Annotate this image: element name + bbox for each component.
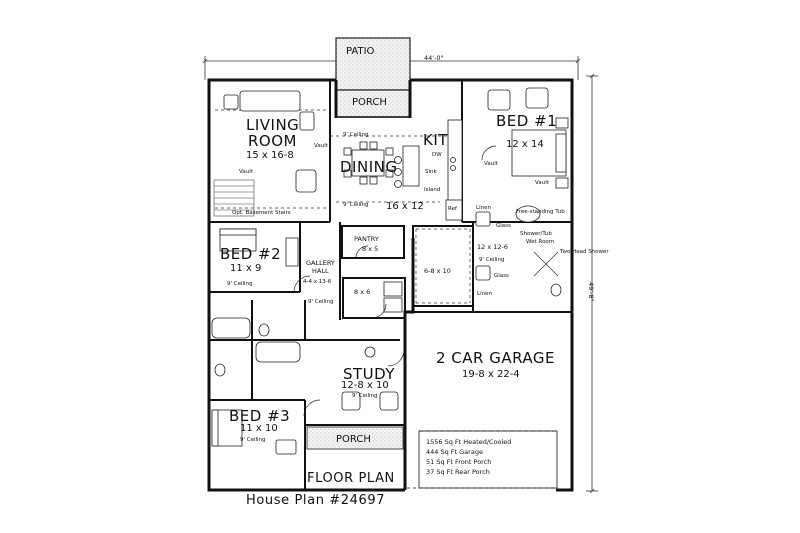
bed2-size: 11 x 9 — [230, 263, 262, 274]
bed1-vault-label-2: Vault — [535, 180, 549, 186]
kitchen-name: KIT — [423, 131, 448, 149]
study-size: 12-8 x 10 — [341, 380, 389, 391]
master-bath-size: 12 x 12-6 — [477, 243, 509, 251]
linen-label: Linen — [476, 205, 491, 211]
bed2-name: BED #2 — [220, 245, 282, 263]
living-vault-label-2: Vault — [239, 169, 253, 175]
stat-rear-porch: 37 Sq Ft Rear Porch — [426, 468, 490, 476]
glass-label-2: Glass — [494, 273, 509, 279]
pantry-name: PANTRY — [354, 235, 379, 243]
dining-name: DINING — [340, 158, 398, 176]
dining-size: 16 x 12 — [386, 201, 424, 212]
sink-label: Sink — [425, 169, 437, 175]
overall-depth-dimension: 49'-8" — [587, 282, 595, 302]
area-stats: 1556 Sq Ft Heated/Cooled 444 Sq Ft Garag… — [426, 437, 556, 477]
shower-tub-label: Shower/Tub — [520, 231, 552, 237]
gallery-size: 4-4 x 13-6 — [303, 279, 332, 285]
living-vault-label: Vault — [314, 143, 328, 149]
living-room-size: 15 x 16-8 — [246, 150, 294, 161]
wet-room-mark — [533, 251, 559, 277]
stat-garage: 444 Sq Ft Garage — [426, 448, 483, 456]
gallery-name-1: GALLERY — [306, 259, 335, 267]
living-room-name-1: LIVING — [246, 116, 300, 134]
bed2-ceiling: 9' Ceiling — [227, 281, 253, 287]
living-room-name-2: ROOM — [248, 132, 297, 150]
glass-label: Glass — [496, 223, 511, 229]
overall-width-dimension: 44'-0" — [424, 54, 444, 62]
bed1-vault-label: Vault — [484, 161, 498, 167]
stat-heated: 1556 Sq Ft Heated/Cooled — [426, 438, 512, 446]
plan-title: FLOOR PLAN — [307, 471, 395, 486]
gallery-ceiling: 9' Ceiling — [308, 299, 334, 305]
laundry-size: 8 x 6 — [354, 288, 371, 296]
stat-front-porch: 51 Sq Ft Front Porch — [426, 458, 492, 466]
linen-label-2: Linen — [477, 291, 492, 297]
bed1-size: 12 x 14 — [506, 139, 544, 150]
bed3-size: 11 x 10 — [240, 423, 278, 434]
bed1-name: BED #1 — [496, 112, 558, 130]
furniture — [211, 87, 569, 455]
dashed-lines — [215, 109, 471, 304]
plan-number: House Plan #24697 — [246, 493, 386, 508]
master-bath-ceiling: 9' Ceiling — [479, 257, 505, 263]
study-ceiling: 9' Ceiling — [352, 393, 378, 399]
stairs — [213, 179, 255, 217]
patio-label: PATIO — [346, 46, 375, 57]
bed3-name: BED #3 — [229, 407, 291, 425]
kitchen-ceiling: 9' Ceiling — [343, 132, 369, 138]
pantry-size: 8 x 5 — [362, 245, 379, 253]
bed3-ceiling: 9' Ceiling — [240, 437, 266, 443]
head-shower-label: Two Head Shower — [560, 249, 609, 255]
island-label: Island — [424, 187, 441, 193]
gallery-name-2: HALL — [312, 267, 329, 275]
front-porch-area — [306, 426, 404, 450]
study-name: STUDY — [343, 365, 396, 383]
door-swings — [293, 145, 497, 417]
dishwasher-label: DW — [432, 152, 442, 158]
basement-stairs-label: Opt. Basement Stairs — [232, 210, 291, 216]
dining-ceiling: 9' Ceiling — [343, 202, 369, 208]
wet-room-label: Wet Room — [526, 239, 555, 245]
refrigerator-label: Ref — [448, 206, 457, 212]
exterior-walls — [207, 78, 574, 492]
garage-name: 2 CAR GARAGE — [436, 349, 556, 367]
closet-size: 6-8 x 10 — [424, 267, 451, 275]
tub-label: Free-standing Tub — [516, 209, 565, 215]
garage-size: 19-8 x 22-4 — [462, 369, 520, 380]
rear-porch-label: PORCH — [352, 97, 387, 108]
front-porch-label: PORCH — [336, 434, 371, 445]
